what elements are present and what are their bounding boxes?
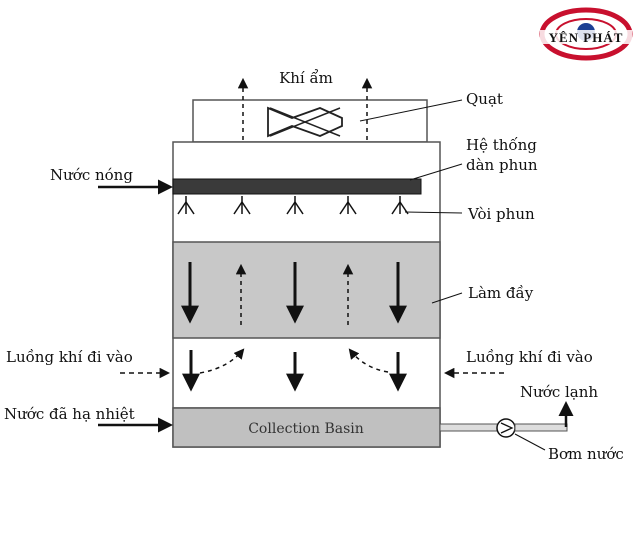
pump-pipe xyxy=(514,423,568,432)
pump-leader xyxy=(514,433,546,451)
nozzle-icon xyxy=(233,196,251,215)
nozzle-icon xyxy=(286,196,304,215)
fan-leader xyxy=(359,99,463,122)
logo-text: YÊN PHÁT xyxy=(549,30,624,45)
spray-bar xyxy=(172,178,422,195)
collection-basin xyxy=(172,407,441,448)
company-logo: YÊN PHÁT xyxy=(539,7,633,61)
spray-nozzles xyxy=(177,196,409,215)
nozzle-icon xyxy=(339,196,357,215)
basin-label: Collection Basin xyxy=(248,421,364,437)
fan-label: Quạt xyxy=(466,90,503,108)
nozzle-icon xyxy=(177,196,195,215)
air-in-left-label: Luồng khí đi vào xyxy=(6,348,133,366)
cold-water-label: Nước lạnh xyxy=(520,383,598,401)
fill-flow-arrows xyxy=(181,262,407,325)
nozzle-label: Vòi phun xyxy=(467,205,535,223)
fan-icon xyxy=(267,106,343,138)
fill-zone xyxy=(172,241,441,339)
spray-system-label-2: dàn phun xyxy=(466,156,538,174)
outlet-pipe xyxy=(439,423,499,432)
air-curve-arrow-left xyxy=(199,348,245,374)
spray-system-label-1: Hệ thống xyxy=(466,136,537,154)
pump-label: Bơm nước xyxy=(548,445,624,463)
fill-leader xyxy=(431,292,463,304)
spray-leader xyxy=(409,163,463,181)
nozzle-leader xyxy=(404,211,463,214)
hot-water-label: Nước nóng xyxy=(50,166,133,184)
moist-air-label: Khí ẩm xyxy=(279,69,333,87)
rain-zone-arrows xyxy=(182,348,407,392)
air-in-right-label: Luồng khí đi vào xyxy=(466,348,593,366)
cooled-water-label: Nước đã hạ nhiệt xyxy=(4,405,135,423)
fill-label: Làm đầy xyxy=(468,284,534,302)
air-curve-arrow-right xyxy=(348,348,389,373)
